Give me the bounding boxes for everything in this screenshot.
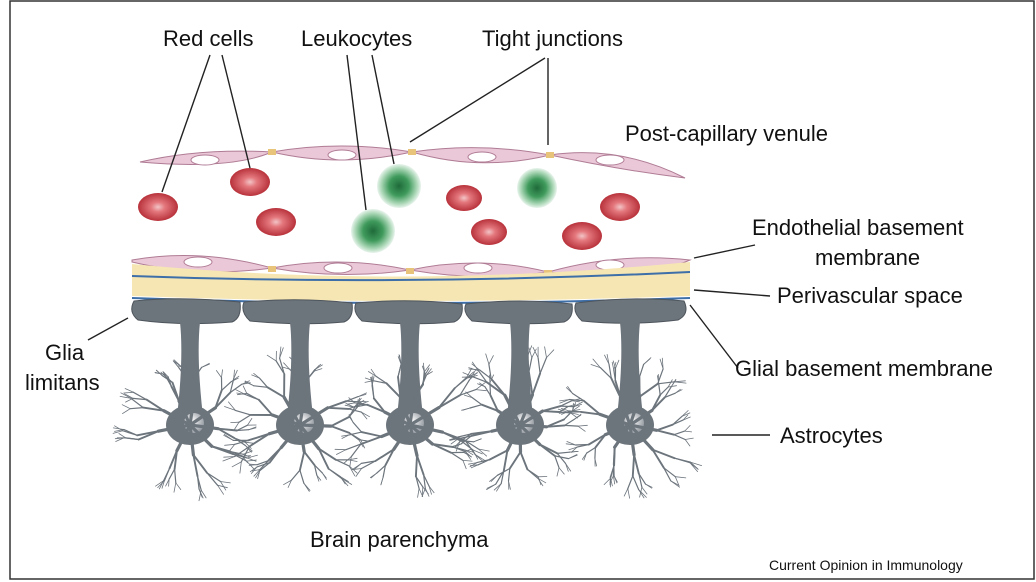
label-post-capillary-venule: Post-capillary venule xyxy=(625,121,828,146)
tight-junction xyxy=(268,149,276,155)
label-astrocytes: Astrocytes xyxy=(780,423,883,448)
red-cell xyxy=(256,208,296,236)
label-leukocytes: Leukocytes xyxy=(301,26,412,51)
label-red-cells: Red cells xyxy=(163,26,253,51)
red-cell xyxy=(471,219,507,245)
astrocyte-endfeet xyxy=(132,299,686,324)
red-cell xyxy=(562,222,602,250)
label-glial-bm: Glial basement membrane xyxy=(735,356,993,381)
leukocyte xyxy=(377,164,421,208)
red-cell xyxy=(446,185,482,211)
label-limitans: limitans xyxy=(25,370,100,395)
tight-junction xyxy=(408,149,416,155)
label-glia: Glia xyxy=(45,340,85,365)
credit-line: Current Opinion in Immunology xyxy=(769,557,963,573)
astrocytes xyxy=(113,322,702,501)
label-tight-junctions: Tight junctions xyxy=(482,26,623,51)
red-cell xyxy=(600,193,640,221)
leukocyte xyxy=(517,168,557,208)
label-endothelial-bm-1: Endothelial basement xyxy=(752,215,964,240)
red-cell xyxy=(138,193,178,221)
label-endothelial-bm-2: membrane xyxy=(815,245,920,270)
label-perivascular-space: Perivascular space xyxy=(777,283,963,308)
red-cell xyxy=(230,168,270,196)
tight-junction xyxy=(546,152,554,158)
leukocyte xyxy=(351,209,395,253)
label-brain-parenchyma: Brain parenchyma xyxy=(310,527,489,552)
